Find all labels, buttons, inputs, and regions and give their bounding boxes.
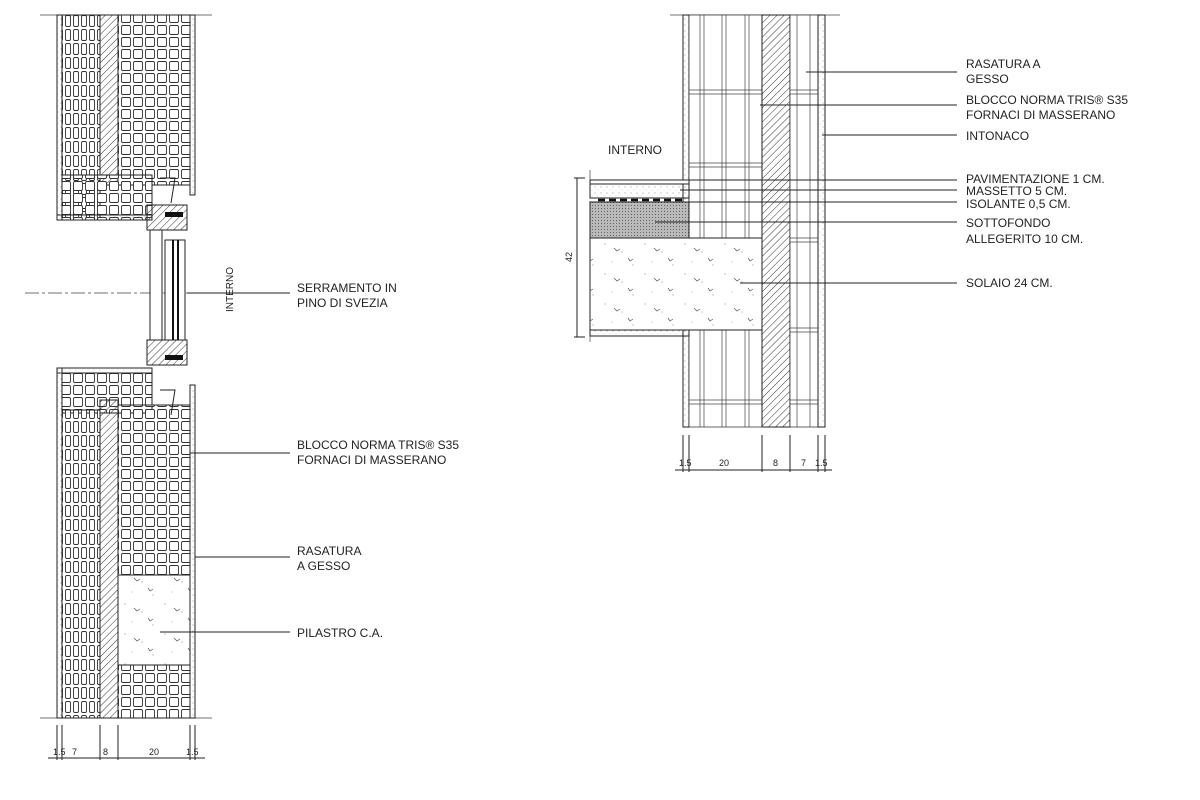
right-floor-section: INTERNO 42 RASATURA A GESSO BLOCCO NORMA… [564, 14, 1128, 472]
label-massetto: MASSETTO 5 CM. [966, 184, 1067, 198]
lower-wall [56, 367, 196, 719]
label-solaio: SOLAIO 24 CM. [966, 276, 1053, 290]
floor-slab [589, 170, 763, 345]
right-dimension-chain: 1.5 20 8 7 1.5 [675, 435, 832, 472]
label-rasatura-1: RASATURA [297, 544, 361, 558]
label-serramento-2: PINO DI SVEZIA [297, 296, 388, 310]
label-pilastro: PILASTRO C.A. [297, 626, 383, 640]
height-dimension: 42 [564, 177, 585, 338]
dim-42: 42 [564, 252, 574, 262]
label-serramento-1: SERRAMENTO IN [297, 281, 397, 295]
outer-block-layer [789, 14, 819, 428]
label-rasatura-1: RASATURA A [966, 57, 1040, 71]
label-blocco-2: FORNACI DI MASSERANO [297, 453, 446, 467]
dim-5: 1.5 [815, 458, 828, 468]
dim-3: 8 [773, 458, 778, 468]
dim-1: 1.5 [679, 458, 692, 468]
left-dimension-chain: 1.5 7 8 20 1.5 [48, 725, 205, 760]
dim-2: 20 [719, 458, 729, 468]
label-blocco-1: BLOCCO NORMA TRIS® S35 [297, 438, 459, 452]
dim-3: 8 [103, 747, 108, 757]
dim-1: 1.5 [53, 747, 66, 757]
label-sottofondo-2: ALLEGERITO 10 CM. [966, 232, 1083, 246]
dim-2: 7 [72, 747, 77, 757]
upper-wall [56, 14, 196, 221]
block-layer [688, 14, 763, 428]
label-isolante: ISOLANTE 0,5 CM. [966, 197, 1071, 211]
dim-5: 1.5 [186, 747, 199, 757]
insulation-layer [761, 14, 791, 428]
label-intonaco: INTONACO [966, 129, 1029, 143]
interno-label: INTERNO [225, 267, 236, 312]
label-pavimentazione: PAVIMENTAZIONE 1 CM. [966, 172, 1105, 186]
dim-4: 7 [801, 458, 806, 468]
label-rasatura-2: A GESSO [297, 559, 350, 573]
label-blocco-2: FORNACI DI MASSERANO [966, 108, 1115, 122]
dim-4: 20 [149, 747, 159, 757]
label-blocco-1: BLOCCO NORMA TRIS® S35 [966, 93, 1128, 107]
label-sottofondo-1: SOTTOFONDO [966, 216, 1050, 230]
label-rasatura-2: GESSO [966, 72, 1009, 86]
interno-label: INTERNO [608, 143, 662, 157]
left-wall-section: INTERNO SERRAMENTO IN PINO DI SVEZIA BLO… [25, 14, 459, 760]
window-frame [146, 204, 188, 366]
